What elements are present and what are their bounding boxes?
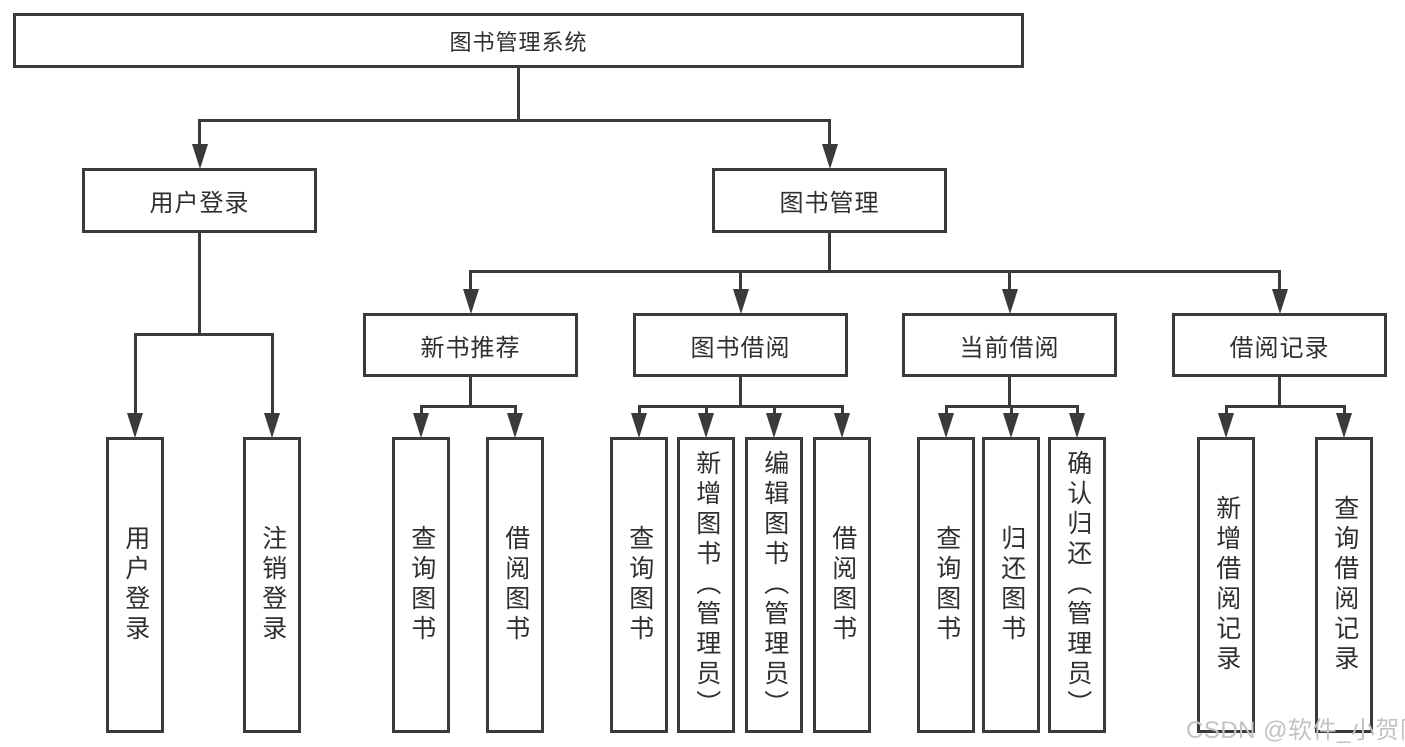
arrowhead-down xyxy=(822,144,838,169)
leaf-query-books-borrowing: 查询图书 xyxy=(610,437,668,733)
connector-drop-leaf xyxy=(420,405,423,417)
connector-drop-leaf xyxy=(271,333,274,417)
arrowhead-down xyxy=(1336,413,1352,438)
arrowhead-down xyxy=(507,413,523,438)
connector-root-stem xyxy=(517,68,520,121)
connector-branch-stem xyxy=(739,377,742,407)
arrowhead-down xyxy=(1003,413,1019,438)
connector-drop-leaf xyxy=(705,405,708,417)
connector-minibar xyxy=(1225,405,1346,408)
node-book-borrowing: 图书借阅 xyxy=(633,313,848,377)
connector-drop-leaf xyxy=(1010,405,1013,417)
leaf-user-login: 用户登录 xyxy=(106,437,164,733)
connector-branch-stem xyxy=(469,377,472,407)
arrowhead-down xyxy=(192,144,208,169)
arrowhead-down xyxy=(733,289,749,314)
arrowhead-down xyxy=(264,413,280,438)
node-current-borrowing: 当前借阅 xyxy=(902,313,1117,377)
leaf-logout-login: 注销登录 xyxy=(243,437,301,733)
connector-drop-leaf xyxy=(773,405,776,417)
connector-drop-leaf xyxy=(945,405,948,417)
leaf-add-books-admin: 新增图书（管理员） xyxy=(677,437,735,733)
arrowhead-down xyxy=(1002,289,1018,314)
leaf-query-books-recommend: 查询图书 xyxy=(392,437,450,733)
arrowhead-down xyxy=(1272,289,1288,314)
connector-drop-user-login xyxy=(198,119,201,145)
arrowhead-down xyxy=(938,413,954,438)
connector-minibar xyxy=(638,405,844,408)
arrowhead-down xyxy=(1069,413,1085,438)
connector-user-login-stem xyxy=(198,233,201,334)
node-borrowing-records: 借阅记录 xyxy=(1172,313,1387,377)
arrowhead-down xyxy=(1218,413,1234,438)
connector-user-login-bar xyxy=(134,333,273,336)
connector-drop-branch xyxy=(739,270,742,291)
connector-drop-branch xyxy=(1278,270,1281,291)
connector-drop-leaf xyxy=(134,333,137,417)
connector-drop-leaf xyxy=(1076,405,1079,417)
node-user-login: 用户登录 xyxy=(82,168,317,233)
leaf-query-borrow-record: 查询借阅记录 xyxy=(1315,437,1373,733)
arrowhead-down xyxy=(413,413,429,438)
connector-minibar xyxy=(420,405,517,408)
arrowhead-down xyxy=(698,413,714,438)
node-library-management-system: 图书管理系统 xyxy=(13,13,1024,68)
leaf-confirm-return-admin: 确认归还（管理员） xyxy=(1048,437,1106,733)
leaf-query-books-current: 查询图书 xyxy=(917,437,975,733)
connector-drop-book-management xyxy=(828,119,831,145)
arrowhead-down xyxy=(766,413,782,438)
connector-branch-stem xyxy=(1008,377,1011,407)
node-book-management: 图书管理 xyxy=(712,168,947,233)
arrowhead-down xyxy=(463,289,479,314)
arrowhead-down xyxy=(834,413,850,438)
node-new-book-recommendation: 新书推荐 xyxy=(363,313,578,377)
leaf-return-books: 归还图书 xyxy=(982,437,1040,733)
leaf-borrow-books-borrowing: 借阅图书 xyxy=(813,437,871,733)
connector-branch-stem xyxy=(1278,377,1281,407)
connector-drop-leaf xyxy=(638,405,641,417)
connector-level1-bar xyxy=(198,119,831,122)
connector-book-management-stem xyxy=(828,233,831,272)
connector-level3-bar xyxy=(469,270,1281,273)
arrowhead-down xyxy=(127,413,143,438)
leaf-borrow-books-recommend: 借阅图书 xyxy=(486,437,544,733)
connector-drop-leaf xyxy=(841,405,844,417)
csdn-watermark: CSDN @软件_小贺同学 xyxy=(1186,717,1405,744)
leaf-edit-books-admin: 编辑图书（管理员） xyxy=(745,437,803,733)
connector-drop-branch xyxy=(469,270,472,291)
connector-drop-branch xyxy=(1008,270,1011,291)
arrowhead-down xyxy=(631,413,647,438)
leaf-add-borrow-record: 新增借阅记录 xyxy=(1197,437,1255,733)
connector-drop-leaf xyxy=(514,405,517,417)
connector-drop-leaf xyxy=(1343,405,1346,417)
connector-drop-leaf xyxy=(1225,405,1228,417)
